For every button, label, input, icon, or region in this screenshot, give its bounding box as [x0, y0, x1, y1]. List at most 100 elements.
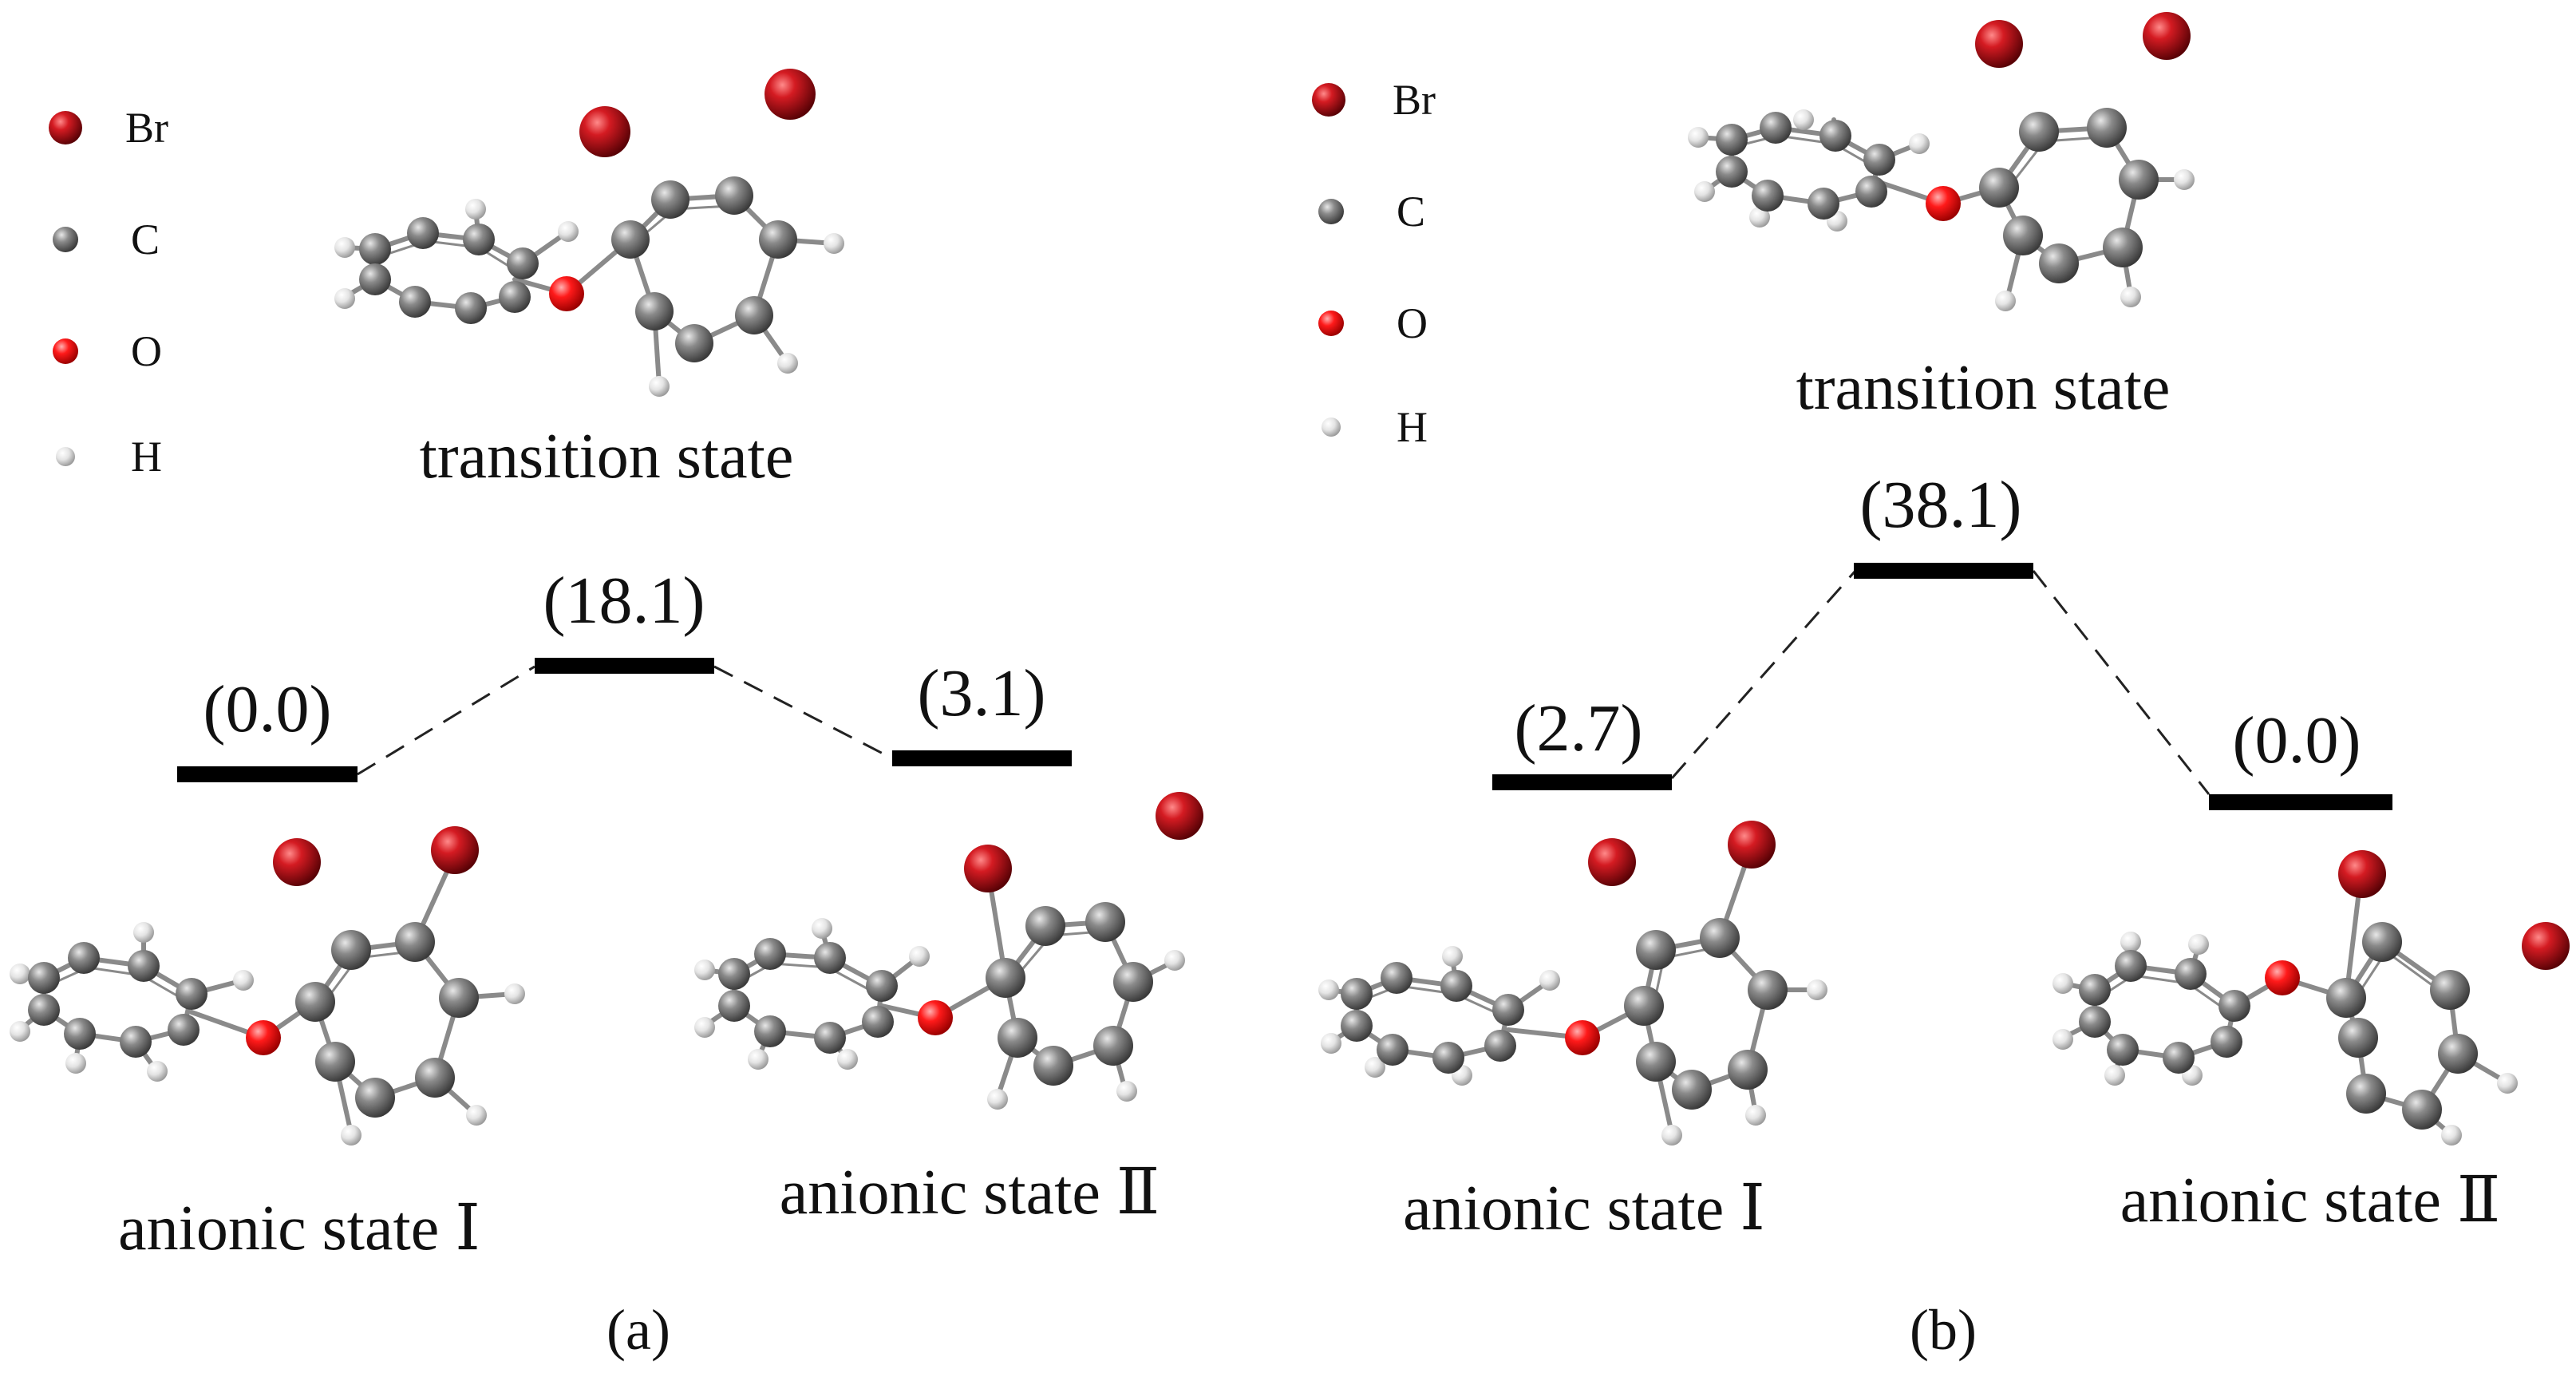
br-atom-icon: [579, 106, 630, 157]
legend-a-o-label: O: [131, 327, 162, 375]
c-atom-icon: [1025, 906, 1065, 946]
c-atom-icon: [1728, 1050, 1768, 1090]
c-atom-icon: [2003, 216, 2043, 255]
c-atom-icon: [998, 1018, 1037, 1058]
c-atom-icon: [1636, 1042, 1676, 1082]
h-atom-icon: [334, 288, 355, 309]
energy-level-bar: [177, 766, 358, 782]
c-atom-icon: [1085, 902, 1125, 942]
o-atom-icon: [2265, 960, 2300, 995]
panel-caption: (b): [1910, 1298, 1977, 1362]
o-atom-icon: [549, 276, 584, 311]
br-atom-icon: [431, 826, 479, 874]
energy-level-bar: [535, 658, 714, 674]
c-atom-icon: [1318, 199, 1344, 224]
c-atom-icon: [611, 220, 650, 259]
energy-level-value: (3.1): [918, 656, 1046, 730]
h-atom-icon: [909, 946, 930, 967]
panel-b: Br C O H: [1312, 12, 2570, 1362]
structure-label: anionic state Ⅱ: [780, 1157, 1160, 1228]
legend-b-h: H: [1322, 403, 1428, 451]
h-atom-icon: [1909, 133, 1930, 154]
c-atom-icon: [53, 227, 78, 252]
level-connector: [1670, 570, 1857, 779]
h-atom-icon: [2120, 287, 2141, 307]
h-atom-icon: [1322, 417, 1341, 437]
structure-label: transition state: [1796, 353, 2171, 423]
legend-b-br-label: Br: [1393, 76, 1436, 124]
c-atom-icon: [814, 942, 846, 974]
c-atom-icon: [2326, 978, 2366, 1018]
c-atom-icon: [2362, 922, 2402, 962]
c-atom-icon: [455, 292, 487, 324]
level-connector: [713, 665, 893, 760]
h-atom-icon: [2497, 1073, 2518, 1094]
c-atom-icon: [1624, 986, 1664, 1026]
energy-level-bar: [1492, 774, 1672, 790]
h-atom-icon: [56, 447, 75, 466]
legend-a-h: H: [56, 433, 162, 481]
energy-level-value: (2.7): [1515, 691, 1643, 766]
c-atom-icon: [120, 1026, 152, 1058]
structure-label: anionic state Ⅰ: [1403, 1173, 1765, 1244]
h-atom-icon: [233, 970, 254, 991]
c-atom-icon: [28, 994, 60, 1026]
c-atom-icon: [2115, 950, 2147, 982]
h-atom-icon: [65, 1053, 86, 1074]
c-atom-icon: [1979, 168, 2019, 208]
panel-caption: (a): [606, 1298, 670, 1362]
h-atom-icon: [824, 233, 844, 254]
c-atom-icon: [507, 247, 539, 279]
c-atom-icon: [2163, 1042, 2195, 1074]
c-atom-icon: [1484, 1030, 1516, 1062]
c-atom-icon: [68, 942, 100, 974]
h-atom-icon: [133, 922, 154, 943]
h-atom-icon: [777, 353, 798, 374]
c-atom-icon: [499, 281, 531, 313]
legend-a-c: C: [53, 216, 160, 263]
c-atom-icon: [1863, 144, 1895, 176]
c-atom-icon: [2338, 1018, 2378, 1058]
c-atom-icon: [168, 1014, 200, 1046]
panel-a: Br C O H: [10, 69, 1203, 1362]
molecule-a-anionic-state-1: anionic state Ⅰ: [10, 826, 525, 1264]
c-atom-icon: [1672, 1070, 1712, 1110]
h-atom-icon: [1807, 979, 1827, 1000]
c-atom-icon: [2019, 112, 2059, 152]
c-atom-icon: [1716, 124, 1748, 156]
o-atom-icon: [918, 1000, 953, 1035]
c-atom-icon: [1492, 994, 1524, 1026]
c-atom-icon: [331, 930, 371, 970]
h-atom-icon: [1661, 1125, 1682, 1146]
h-atom-icon: [1164, 950, 1185, 971]
h-atom-icon: [1321, 1033, 1341, 1054]
br-atom-icon: [1975, 20, 2023, 68]
br-atom-icon: [49, 111, 82, 144]
c-atom-icon: [866, 970, 898, 1002]
br-atom-icon: [765, 69, 816, 120]
c-atom-icon: [64, 1018, 96, 1050]
h-atom-icon: [987, 1089, 1008, 1110]
h-atom-icon: [558, 221, 579, 242]
h-atom-icon: [10, 1021, 30, 1042]
o-atom-icon: [1318, 311, 1344, 336]
br-atom-icon: [964, 845, 1012, 892]
c-atom-icon: [735, 296, 773, 334]
h-atom-icon: [504, 983, 525, 1004]
c-atom-icon: [1716, 156, 1748, 188]
c-atom-icon: [1113, 962, 1153, 1002]
energy-levels-a: (0.0) (18.1) (3.1): [177, 564, 1072, 782]
c-atom-icon: [1381, 962, 1412, 994]
c-atom-icon: [2079, 1006, 2111, 1038]
c-atom-icon: [1855, 176, 1887, 208]
c-atom-icon: [814, 1022, 846, 1054]
h-atom-icon: [147, 1061, 168, 1082]
molecule-a-transition-state: transition state: [334, 69, 844, 492]
energy-level-value: (18.1): [543, 564, 705, 638]
c-atom-icon: [359, 263, 391, 295]
legend-a-o: O: [53, 327, 162, 375]
c-atom-icon: [2119, 160, 2159, 200]
legend-a-br: Br: [49, 104, 168, 152]
c-atom-icon: [399, 286, 431, 318]
c-atom-icon: [295, 982, 335, 1022]
